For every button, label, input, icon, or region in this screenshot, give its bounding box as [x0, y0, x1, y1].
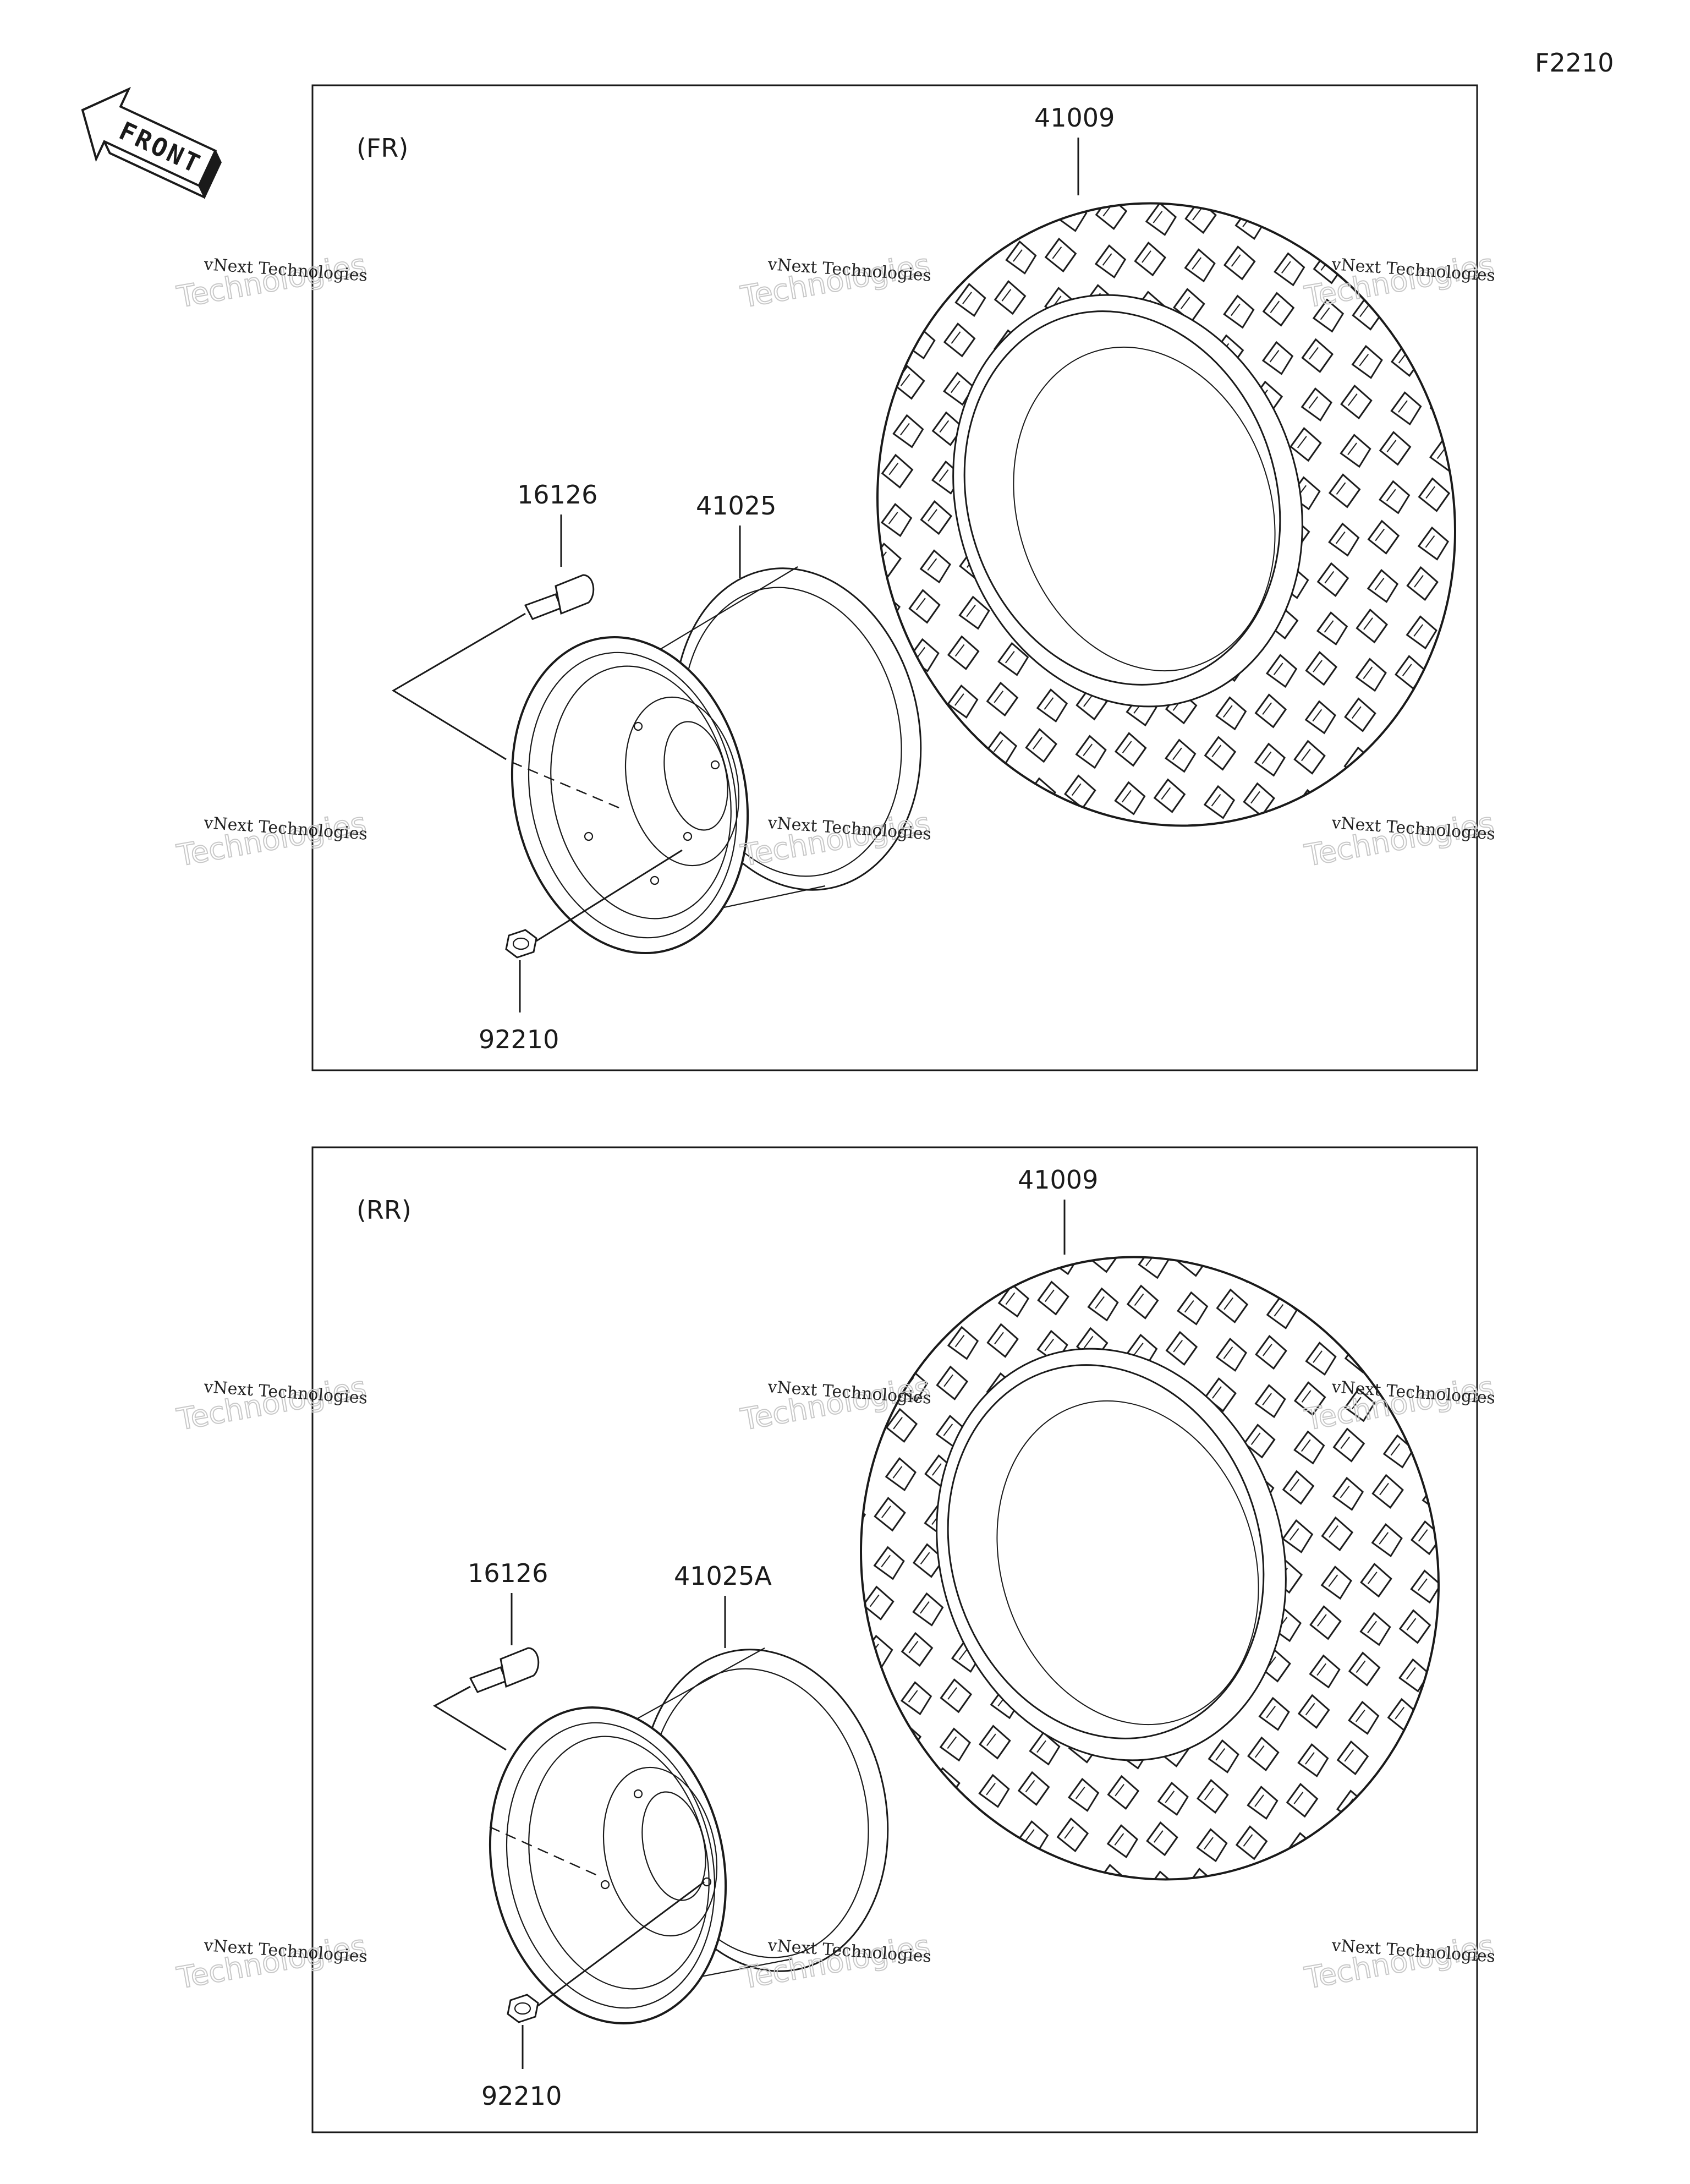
rear-wheel	[489, 1647, 889, 2025]
rear-panel-frame	[311, 1146, 1478, 2133]
front-valve-stem	[524, 574, 595, 620]
rear-tire	[860, 1256, 1440, 1881]
front-panel: (FR) 41009 41025	[311, 84, 1478, 1071]
rear-panel: (RR) 41009 41025A	[311, 1146, 1478, 2133]
rear-lug-nut	[507, 1994, 539, 2023]
rear-valve-part-number: 16126	[468, 1558, 548, 1588]
front-panel-frame	[311, 84, 1478, 1071]
front-wheel-part-number: 41025	[696, 491, 776, 521]
rear-wheel-part-number: 41025A	[674, 1561, 772, 1591]
front-panel-label: (FR)	[356, 133, 408, 163]
front-valve-part-number: 16126	[517, 480, 597, 510]
front-lug-nut	[505, 929, 537, 959]
front-tire-part-number: 41009	[1034, 103, 1115, 133]
rear-tire-part-number: 41009	[1018, 1165, 1098, 1195]
rear-nut-part-number: 92210	[481, 2081, 562, 2111]
rear-panel-label: (RR)	[356, 1195, 411, 1225]
front-wheel	[511, 566, 922, 955]
front-arrow-icon: FRONT	[81, 86, 222, 200]
front-tire	[876, 202, 1456, 827]
figure-code: F2210	[1535, 48, 1614, 78]
rear-valve-stem	[469, 1647, 540, 1693]
front-nut-part-number: 92210	[479, 1025, 559, 1054]
